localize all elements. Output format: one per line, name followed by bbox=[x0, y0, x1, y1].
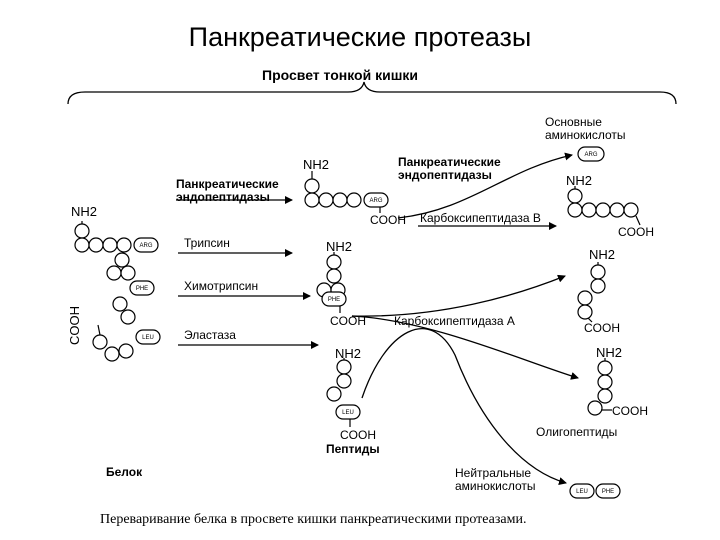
endopeptidases-left-line1: Панкреатические bbox=[176, 177, 279, 191]
basic-aa-line2: аминокислоты bbox=[545, 128, 626, 142]
right1-nh2-label: NH2 bbox=[566, 173, 593, 188]
right3-nh2-label: NH2 bbox=[596, 345, 623, 360]
arrow-to-oligopeptide bbox=[351, 315, 579, 380]
figure-caption: Переваривание белка в просвете кишки пан… bbox=[100, 512, 527, 527]
middle-phe-text: PHE bbox=[328, 297, 340, 303]
free-arg-text: ARG bbox=[584, 152, 597, 158]
free-leu-residue bbox=[569, 483, 595, 499]
upper-cooh-label: COOH bbox=[370, 213, 406, 227]
protein-nh2-label: NH2 bbox=[71, 204, 98, 219]
right2-cooh-label: COOH bbox=[584, 321, 620, 335]
lumen-label: Просвет тонкой кишки bbox=[262, 67, 418, 83]
right2-nh2-label: NH2 bbox=[589, 247, 616, 262]
upper-arg-text: ARG bbox=[369, 198, 382, 204]
upper-nh2-label: NH2 bbox=[303, 157, 330, 172]
neutral-aa-line2: аминокислоты bbox=[455, 479, 536, 493]
endopeptidases-right-line1: Панкреатические bbox=[398, 155, 501, 169]
protein-chain bbox=[74, 223, 136, 362]
arrow-to-right-chain-2 bbox=[351, 274, 566, 317]
arrows bbox=[176, 152, 579, 485]
middle-nh2-label: NH2 bbox=[326, 239, 353, 254]
neutral-aa-line1: Нейтральные bbox=[455, 466, 532, 480]
right-chain-1 bbox=[567, 188, 639, 218]
enzyme-elastase: Эластаза bbox=[184, 328, 236, 342]
upper-arg-residue bbox=[363, 192, 389, 208]
right-chain-2 bbox=[577, 264, 606, 320]
enzyme-chymotrypsin: Химотрипсин bbox=[184, 279, 259, 293]
peptide-chain bbox=[326, 359, 361, 420]
protein-bonds bbox=[81, 221, 101, 336]
enzyme-carboxypeptidase-b: Карбоксипептидаза В bbox=[420, 211, 541, 225]
protein-cooh-label: COOH bbox=[67, 306, 82, 345]
free-leu-text: LEU bbox=[576, 489, 588, 495]
protein-arg-text: ARG bbox=[139, 243, 152, 249]
protein-arg-residue bbox=[133, 237, 159, 253]
free-arg-residue bbox=[577, 146, 605, 162]
protein-label: Белок bbox=[106, 465, 143, 479]
right3-cooh-label: COOH bbox=[612, 404, 648, 418]
peptides-label: Пептиды bbox=[326, 442, 380, 456]
middle-chain bbox=[316, 254, 347, 307]
protein-phe-text: PHE bbox=[136, 286, 148, 292]
basic-aa-line1: Основные bbox=[545, 115, 602, 129]
peptide-nh2-label: NH2 bbox=[335, 346, 362, 361]
protein-residues bbox=[129, 237, 161, 345]
right1-cooh-label: COOH bbox=[618, 225, 654, 239]
middle-phe-residue bbox=[321, 291, 347, 307]
oligopeptides-label: Олигопептиды bbox=[536, 425, 618, 439]
endopeptidases-right-line2: эндопептидазы bbox=[398, 168, 492, 182]
protein-leu-residue bbox=[135, 329, 161, 345]
protein-phe-residue bbox=[129, 280, 155, 296]
upper-chain bbox=[304, 178, 389, 208]
free-phe-residue bbox=[595, 483, 621, 499]
peptide-leu-residue bbox=[335, 404, 361, 420]
arrow-to-neutral-aa bbox=[361, 328, 567, 485]
enzyme-carboxypeptidase-a: Карбоксипептидаза А bbox=[394, 314, 515, 328]
arrow-to-basic-aa bbox=[397, 152, 573, 219]
free-phe-text: PHE bbox=[602, 489, 614, 495]
protein-leu-text: LEU bbox=[142, 335, 154, 341]
endopeptidases-left-line2: эндопептидазы bbox=[176, 190, 270, 204]
enzyme-trypsin: Трипсин bbox=[184, 236, 230, 250]
page-title: Панкреатические протеазы bbox=[188, 22, 532, 52]
peptide-cooh-label: COOH bbox=[340, 428, 376, 442]
right-chain-3 bbox=[587, 360, 613, 416]
middle-cooh-label: COOH bbox=[330, 314, 366, 328]
peptide-leu-text: LEU bbox=[342, 410, 354, 416]
lumen-brace bbox=[67, 81, 677, 105]
